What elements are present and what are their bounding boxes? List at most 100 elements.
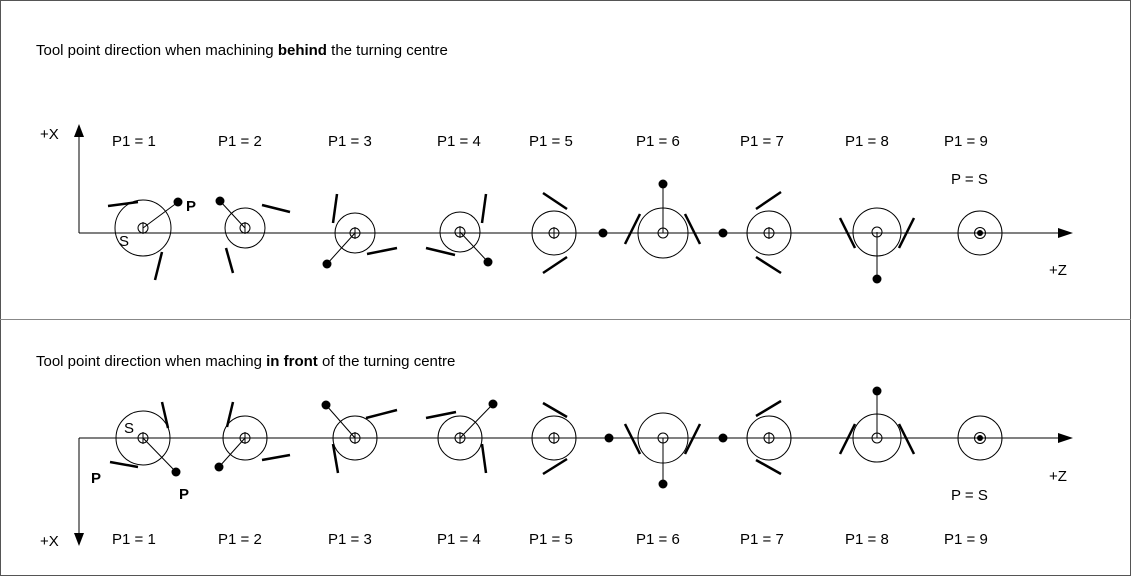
tool-point	[215, 196, 225, 206]
panel-behind: Tool point direction when machining behi…	[36, 42, 1073, 284]
tool-4	[425, 399, 498, 474]
tool-8	[838, 207, 916, 284]
p-label: P	[91, 470, 101, 487]
tool-point	[483, 257, 493, 267]
title-part: Tool point direction when maching	[36, 353, 266, 370]
title-part: Tool point direction when machining	[36, 42, 278, 59]
tool-vector	[326, 232, 356, 265]
tool-2	[214, 401, 291, 472]
insert-circle	[957, 415, 1003, 461]
insert-circle	[746, 415, 792, 461]
s-label: S	[119, 233, 129, 250]
tool-6	[623, 179, 702, 259]
title-emphasis: behind	[278, 42, 327, 59]
tool-3	[321, 400, 398, 474]
tool-label: P1 = 3	[328, 531, 372, 548]
tool-label: P1 = 1	[112, 133, 156, 150]
tool-point	[718, 433, 728, 443]
insert-circle	[531, 210, 577, 256]
tool-vector	[218, 437, 246, 468]
insert-circle	[531, 415, 577, 461]
tool-point	[604, 433, 614, 443]
insert-circle	[222, 415, 268, 461]
panel-in-front: Tool point direction when maching in fro…	[36, 353, 1073, 550]
tool-point	[977, 230, 983, 236]
tool-label: P1 = 2	[218, 531, 262, 548]
title-part: of the turning centre	[318, 353, 456, 370]
tool-label: P1 = 9	[944, 133, 988, 150]
tool-vector	[459, 403, 494, 439]
tool-point	[173, 197, 183, 207]
tool-label: P1 = 6	[636, 133, 680, 150]
tool-2	[215, 196, 291, 274]
tool-label: P1 = 7	[740, 531, 784, 548]
tool-point	[321, 400, 331, 410]
insert-circle	[115, 410, 171, 466]
z-axis-label: +Z	[1049, 468, 1067, 485]
tool-label: P1 = 5	[529, 531, 573, 548]
insert-circle	[439, 211, 481, 253]
tool-label: P1 = 1	[112, 531, 156, 548]
tool-point	[488, 399, 498, 409]
tool-label: P1 = 3	[328, 133, 372, 150]
title-part: the turning centre	[327, 42, 448, 59]
tool-vector	[219, 200, 246, 229]
centre-mark	[974, 432, 986, 444]
tool-7	[718, 399, 792, 476]
tool-1: S P P	[91, 401, 189, 503]
tool-point	[658, 179, 668, 189]
tool-9	[957, 415, 1003, 461]
z-axis-arrowhead	[1058, 433, 1073, 443]
s-label: S	[124, 420, 134, 437]
tool-vector	[325, 404, 356, 439]
tool-point	[872, 274, 882, 284]
x-axis-label: +X	[40, 126, 59, 143]
title-emphasis: in front	[266, 353, 318, 370]
tool-point	[718, 228, 728, 238]
tool-1: S P	[107, 197, 196, 281]
insert-circle	[437, 415, 483, 461]
tool-point	[598, 228, 608, 238]
tool-label: P1 = 7	[740, 133, 784, 150]
p-label: P	[186, 198, 196, 215]
tool-8	[838, 386, 916, 463]
insert-circle	[224, 207, 266, 249]
x-axis-label: +X	[40, 533, 59, 550]
tool-vector	[459, 231, 489, 263]
tool-label: P1 = 5	[529, 133, 573, 150]
insert-circle	[332, 415, 378, 461]
insert-circle	[334, 212, 376, 254]
tool-9	[957, 210, 1003, 256]
tool-7	[718, 190, 792, 275]
p-label: P	[179, 486, 189, 503]
tool-label: P1 = 4	[437, 531, 481, 548]
tool-label: P1 = 2	[218, 133, 262, 150]
p-equals-s-label: P = S	[951, 171, 988, 188]
tool-vector	[142, 437, 177, 473]
tool-point	[658, 479, 668, 489]
tool-point	[872, 386, 882, 396]
tool-point	[171, 467, 181, 477]
z-axis-arrowhead	[1058, 228, 1073, 238]
z-axis-label: +Z	[1049, 262, 1067, 279]
panel-title: Tool point direction when machining behi…	[36, 42, 448, 59]
tool-label: P1 = 4	[437, 133, 481, 150]
insert-circle	[114, 199, 172, 257]
tool-label: P1 = 6	[636, 531, 680, 548]
panel-title: Tool point direction when maching in fro…	[36, 353, 455, 370]
insert-circle	[957, 210, 1003, 256]
tool-point	[322, 259, 332, 269]
tool-3	[322, 193, 398, 269]
tool-point	[977, 435, 983, 441]
tool-4	[425, 193, 493, 267]
tool-6	[623, 412, 702, 489]
tool-5	[531, 401, 614, 476]
x-axis-arrowhead	[74, 533, 84, 546]
x-axis-arrowhead	[74, 124, 84, 137]
tool-vector	[142, 201, 179, 229]
tool-point	[214, 462, 224, 472]
insert-circle	[746, 210, 792, 256]
tool-label: P1 = 8	[845, 531, 889, 548]
